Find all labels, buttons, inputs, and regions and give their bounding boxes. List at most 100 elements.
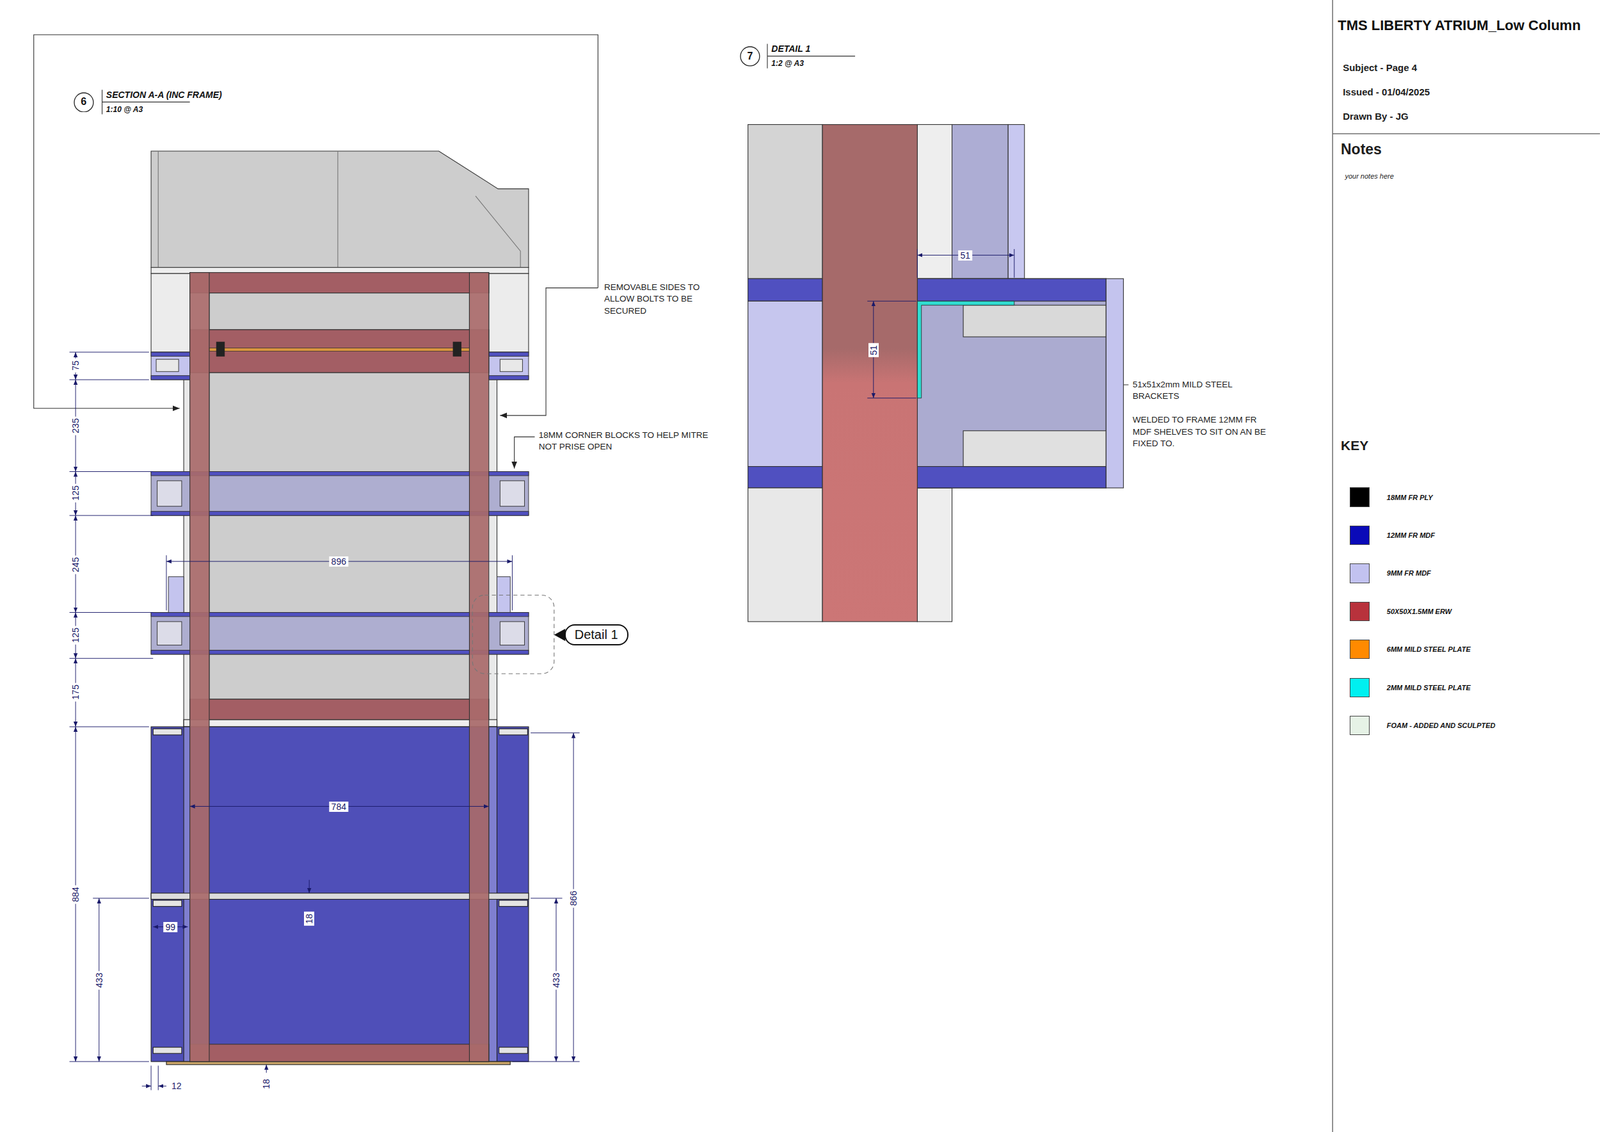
detail-section [748, 487, 823, 622]
dimension-line [309, 879, 310, 893]
legend-swatch [1349, 677, 1369, 697]
detail-section [748, 300, 823, 466]
detail-section [748, 466, 823, 488]
upper-housing [151, 151, 529, 268]
detail-section [1008, 124, 1025, 279]
title-block-field: Subject - Page 4 [1342, 61, 1417, 75]
section-frame-line [767, 44, 856, 69]
section-heading: Notes [1340, 139, 1382, 160]
frame-post [190, 272, 210, 1062]
dimension: 433 [94, 970, 105, 989]
lid-plate [151, 352, 191, 356]
base-box [166, 1061, 511, 1065]
dimension: 51 [868, 343, 879, 358]
legend-text: 50X50X1.5MM ERW [1386, 607, 1452, 616]
dimension: 884 [70, 884, 81, 904]
dimension-line [166, 554, 512, 610]
dimension: 51 [958, 250, 973, 261]
dimension: 75 [70, 358, 81, 373]
column-body [183, 372, 497, 727]
dimension-line [92, 897, 150, 898]
title-block-border [1332, 0, 1600, 1132]
title-block-field: Drawn By - JG [1342, 110, 1409, 123]
legend-swatch [1349, 525, 1369, 545]
base-box [152, 899, 182, 907]
legend-swatch [1349, 487, 1369, 507]
shelf [168, 576, 184, 613]
note-text: WELDED TO FRAME 12MM FR MDF SHELVES TO S… [1132, 414, 1274, 450]
drawing-title: TMS LIBERTY ATRIUM_Low Column [1337, 17, 1581, 34]
base-box [499, 899, 528, 907]
base-box [152, 1047, 182, 1054]
dimension: 125 [70, 625, 81, 644]
note-text: REMOVABLE SIDES TO ALLOW BOLTS TO BE SEC… [604, 281, 720, 317]
legend-text: 2MM MILD STEEL PLATE [1386, 682, 1471, 692]
detail-section [952, 124, 1009, 279]
lid-plate [499, 359, 523, 372]
bolt-plate [209, 348, 470, 352]
title-block-field: Issued - 01/04/2025 [1342, 85, 1430, 99]
dimension-line [867, 300, 917, 398]
dimension-line [530, 897, 562, 898]
frame-rail [190, 272, 489, 1062]
dimension: 784 [329, 801, 349, 812]
base-box [499, 728, 528, 735]
dimension: 18 [261, 1076, 272, 1091]
dimension-line [158, 1085, 167, 1087]
legend-text: 6MM MILD STEEL PLATE [1386, 645, 1471, 654]
upper-housing [209, 293, 470, 330]
view-scale: 1:2 @ A3 [771, 59, 804, 68]
note-text: 51x51x2mm MILD STEEL BRACKETS [1132, 378, 1254, 402]
dimension-line [69, 248, 1015, 1090]
detail-section [1105, 278, 1124, 488]
dimension-line [69, 352, 154, 1062]
dimension: 866 [568, 888, 579, 907]
detail-section [917, 278, 1106, 301]
shelf [157, 621, 182, 646]
title-block-border [1332, 0, 1334, 1132]
base-box [183, 719, 497, 727]
dimension: 18 [304, 911, 315, 926]
frame-rail [190, 1043, 489, 1062]
dimension: 125 [70, 483, 81, 502]
detail-section [917, 487, 952, 622]
callout-number: 7 [746, 51, 753, 62]
detail-callout: Detail 1 [564, 624, 629, 646]
title-block-border [1332, 133, 1600, 134]
placeholder-text: your notes here [1344, 171, 1394, 182]
marker-circle-outline [740, 46, 760, 66]
dimension: 896 [329, 556, 349, 567]
detail-section [748, 124, 1124, 621]
upper-housing [158, 151, 521, 268]
callout-text: Detail 1 [574, 627, 619, 642]
shelf [499, 621, 525, 646]
bolt-plate [453, 341, 462, 356]
view-scale: 1:10 @ A3 [106, 105, 143, 114]
upper-housing [151, 273, 191, 352]
detail-section [822, 124, 918, 621]
legend-swatch [1349, 715, 1369, 735]
dimension: 175 [70, 682, 81, 701]
shelf [497, 576, 511, 613]
shelf [157, 480, 182, 507]
dimension: 12 [169, 1080, 184, 1091]
dimension: 235 [70, 416, 81, 435]
legend-text: FOAM - ADDED AND SCULPTED [1386, 721, 1496, 730]
bolt-plate [209, 341, 470, 356]
frame-rail [190, 272, 489, 294]
detail-section [917, 300, 1014, 398]
dimension: 433 [551, 970, 562, 989]
legend-text: 12MM FR MDF [1386, 531, 1435, 540]
view-title: SECTION A-A (INC FRAME) [106, 90, 223, 100]
section-marker: 7DETAIL 11:2 @ A3 [739, 46, 761, 67]
legend-text: 9MM FR MDF [1386, 568, 1432, 578]
dimension-line [512, 732, 580, 1062]
lid-plate [156, 359, 179, 372]
detail-section [917, 466, 1106, 488]
frame-post [469, 272, 489, 1062]
legend-text: 18MM FR PLY [1386, 492, 1433, 502]
callout-number: 6 [80, 96, 87, 107]
lid-plate [488, 352, 529, 380]
frame-rail [190, 329, 489, 373]
detail-section [748, 124, 823, 279]
